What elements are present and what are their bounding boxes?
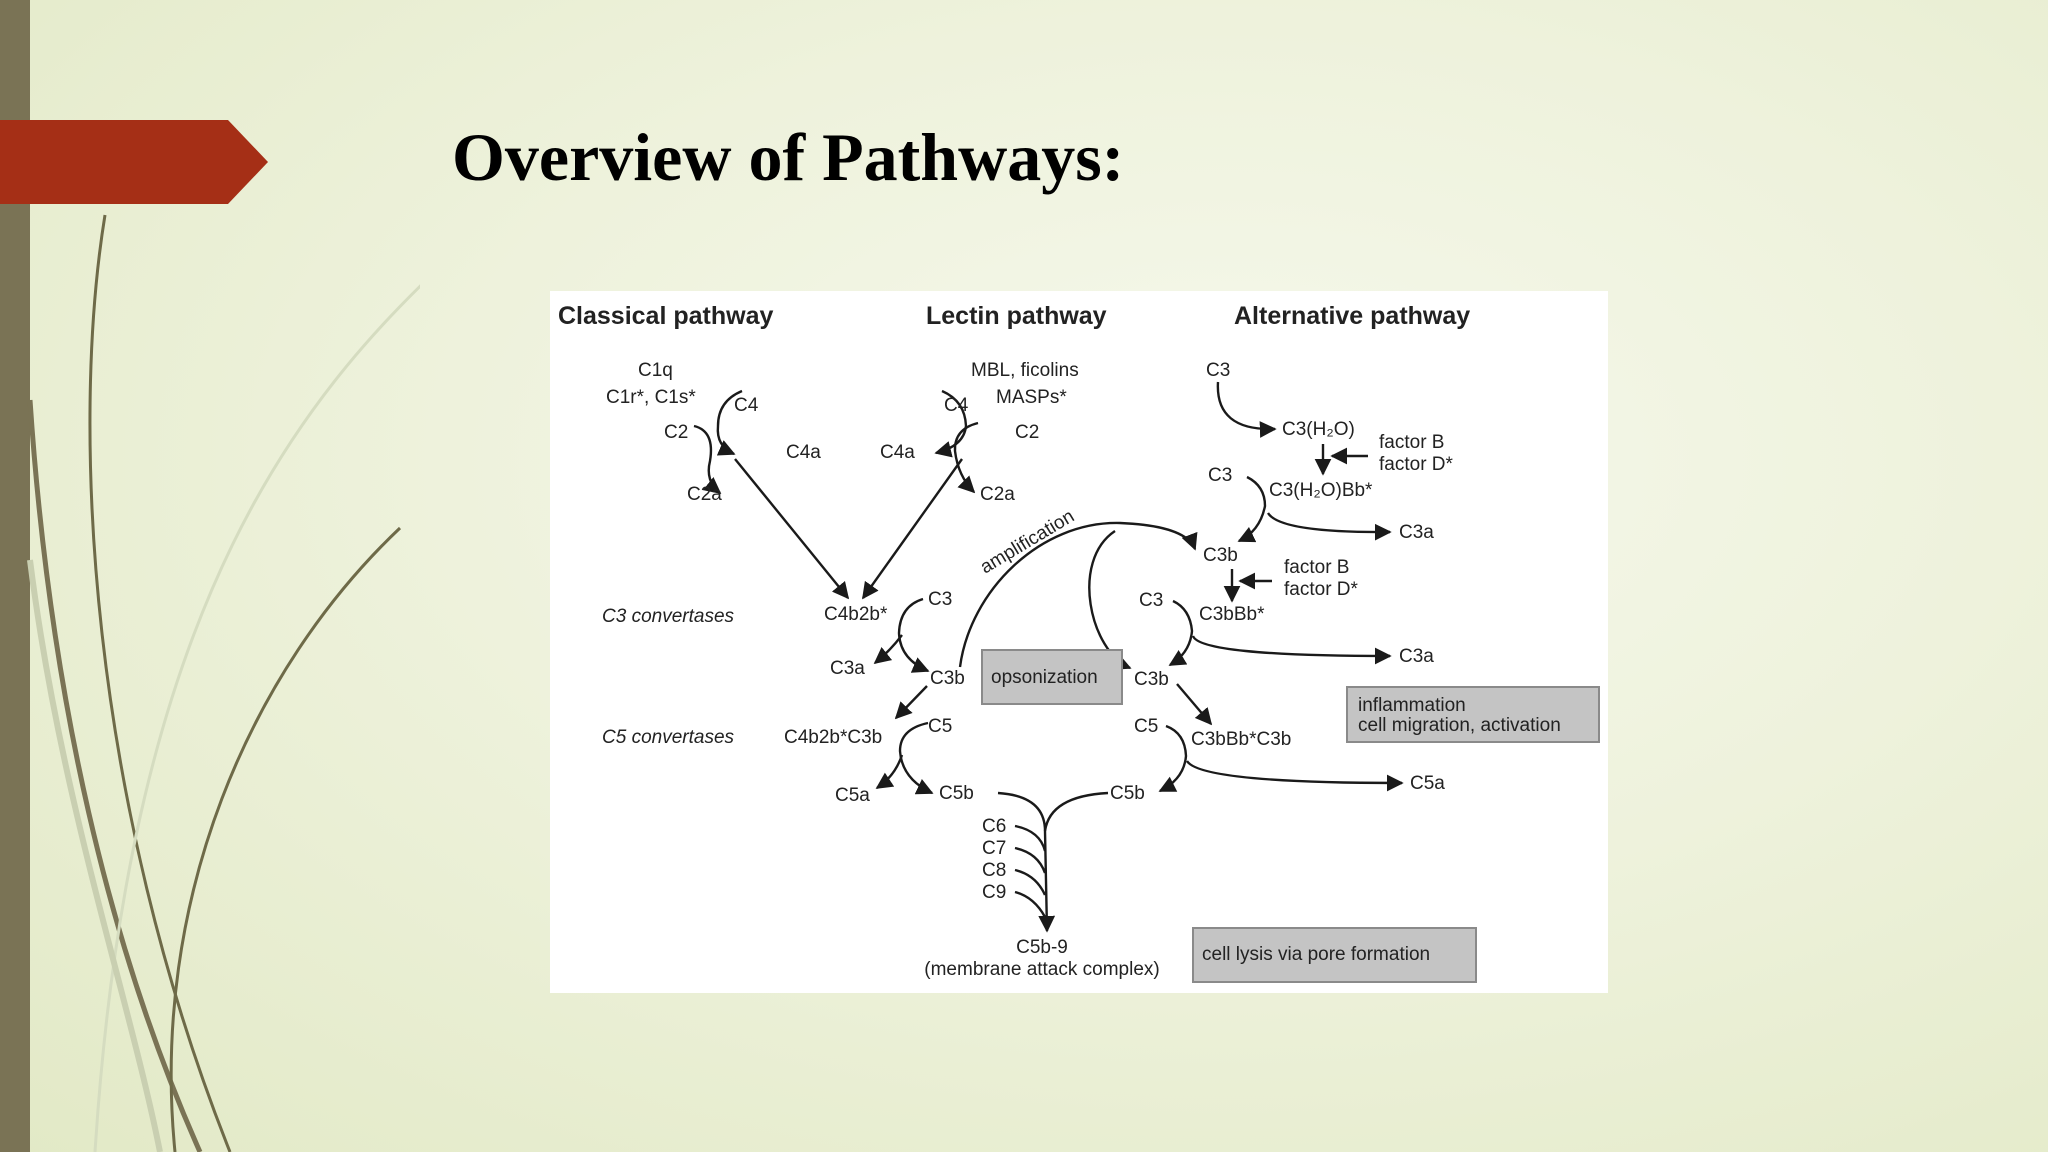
lectin-c4: C4 <box>944 395 969 416</box>
convertase-c5: C5 <box>928 716 952 737</box>
lectin-c2: C2 <box>1015 422 1039 443</box>
inflammation-label: inflammation <box>1358 695 1466 716</box>
cell-lysis-box: cell lysis via pore formation <box>1192 927 1477 983</box>
terminal-c8: C8 <box>982 860 1006 881</box>
convertase-c4b2b: C4b2b* <box>824 604 888 625</box>
alternative-c5: C5 <box>1134 716 1158 737</box>
convertase-c4b2bc3b: C4b2b*C3b <box>784 727 882 748</box>
alternative-c3-2: C3 <box>1208 465 1232 486</box>
classical-c1q: C1q <box>638 360 673 381</box>
complement-pathway-diagram: Classical pathway Lectin pathway Alterna… <box>550 291 1608 993</box>
alternative-c5b: C5b <box>1110 783 1145 804</box>
classical-c4a: C4a <box>786 442 821 463</box>
convertase-c5a: C5a <box>835 785 870 806</box>
alternative-c3a-1: C3a <box>1399 522 1434 543</box>
alternative-c5a: C5a <box>1410 773 1445 794</box>
amplification-label: amplification <box>977 506 1078 578</box>
lectin-c2a: C2a <box>980 484 1015 505</box>
opsonization-label: opsonization <box>991 667 1098 688</box>
alternative-c3a-2: C3a <box>1399 646 1434 667</box>
alternative-c3b-1: C3b <box>1203 545 1238 566</box>
alternative-c3b-2: C3b <box>1134 669 1169 690</box>
pathway-arrows <box>693 381 1404 933</box>
alternative-factor-b-1: factor B <box>1379 432 1444 453</box>
cell-lysis-label: cell lysis via pore formation <box>1202 944 1430 965</box>
classical-pathway-header: Classical pathway <box>558 302 773 330</box>
convertase-c5b: C5b <box>939 783 974 804</box>
alternative-factor-d-1: factor D* <box>1379 454 1454 475</box>
lectin-mbl-ficolins: MBL, ficolins <box>971 360 1079 381</box>
c5-convertases-label: C5 convertases <box>602 727 735 748</box>
terminal-c9: C9 <box>982 882 1006 903</box>
inflammation-box: inflammation cell migration, activation <box>1346 686 1600 743</box>
classical-c1r-c1s: C1r*, C1s* <box>606 387 696 408</box>
classical-c2: C2 <box>664 422 688 443</box>
c3-convertases-label: C3 convertases <box>602 606 735 627</box>
cell-migration-label: cell migration, activation <box>1358 715 1561 736</box>
convertase-c3b: C3b <box>930 668 965 689</box>
lectin-masps: MASPs* <box>996 387 1067 408</box>
alternative-c3h2o: C3(H₂O) <box>1282 419 1355 440</box>
classical-c4: C4 <box>734 395 759 416</box>
convertase-c3: C3 <box>928 589 952 610</box>
alternative-factor-b-2: factor B <box>1284 557 1349 578</box>
alternative-c3h2obb: C3(H₂O)Bb* <box>1269 480 1373 501</box>
terminal-mac: (membrane attack complex) <box>924 959 1159 980</box>
alternative-c3bbb: C3bBb* <box>1199 604 1265 625</box>
alternative-factor-d-2: factor D* <box>1284 579 1359 600</box>
alternative-pathway-header: Alternative pathway <box>1234 302 1470 330</box>
classical-c2a: C2a <box>687 484 722 505</box>
terminal-c7: C7 <box>982 838 1006 859</box>
convertase-c3a: C3a <box>830 658 865 679</box>
decorative-swooshes <box>27 214 420 1152</box>
alternative-c3bbbc3b: C3bBb*C3b <box>1191 729 1291 750</box>
lectin-c4a: C4a <box>880 442 915 463</box>
page-title: Overview of Pathways: <box>452 119 1125 195</box>
alternative-c3-top: C3 <box>1206 360 1230 381</box>
lectin-pathway-header: Lectin pathway <box>926 302 1107 330</box>
opsonization-box: opsonization <box>981 649 1123 705</box>
alternative-c3-3: C3 <box>1139 590 1163 611</box>
terminal-c6: C6 <box>982 816 1006 837</box>
title-marker-tab <box>0 120 268 204</box>
terminal-c5b9: C5b-9 <box>1016 937 1068 958</box>
